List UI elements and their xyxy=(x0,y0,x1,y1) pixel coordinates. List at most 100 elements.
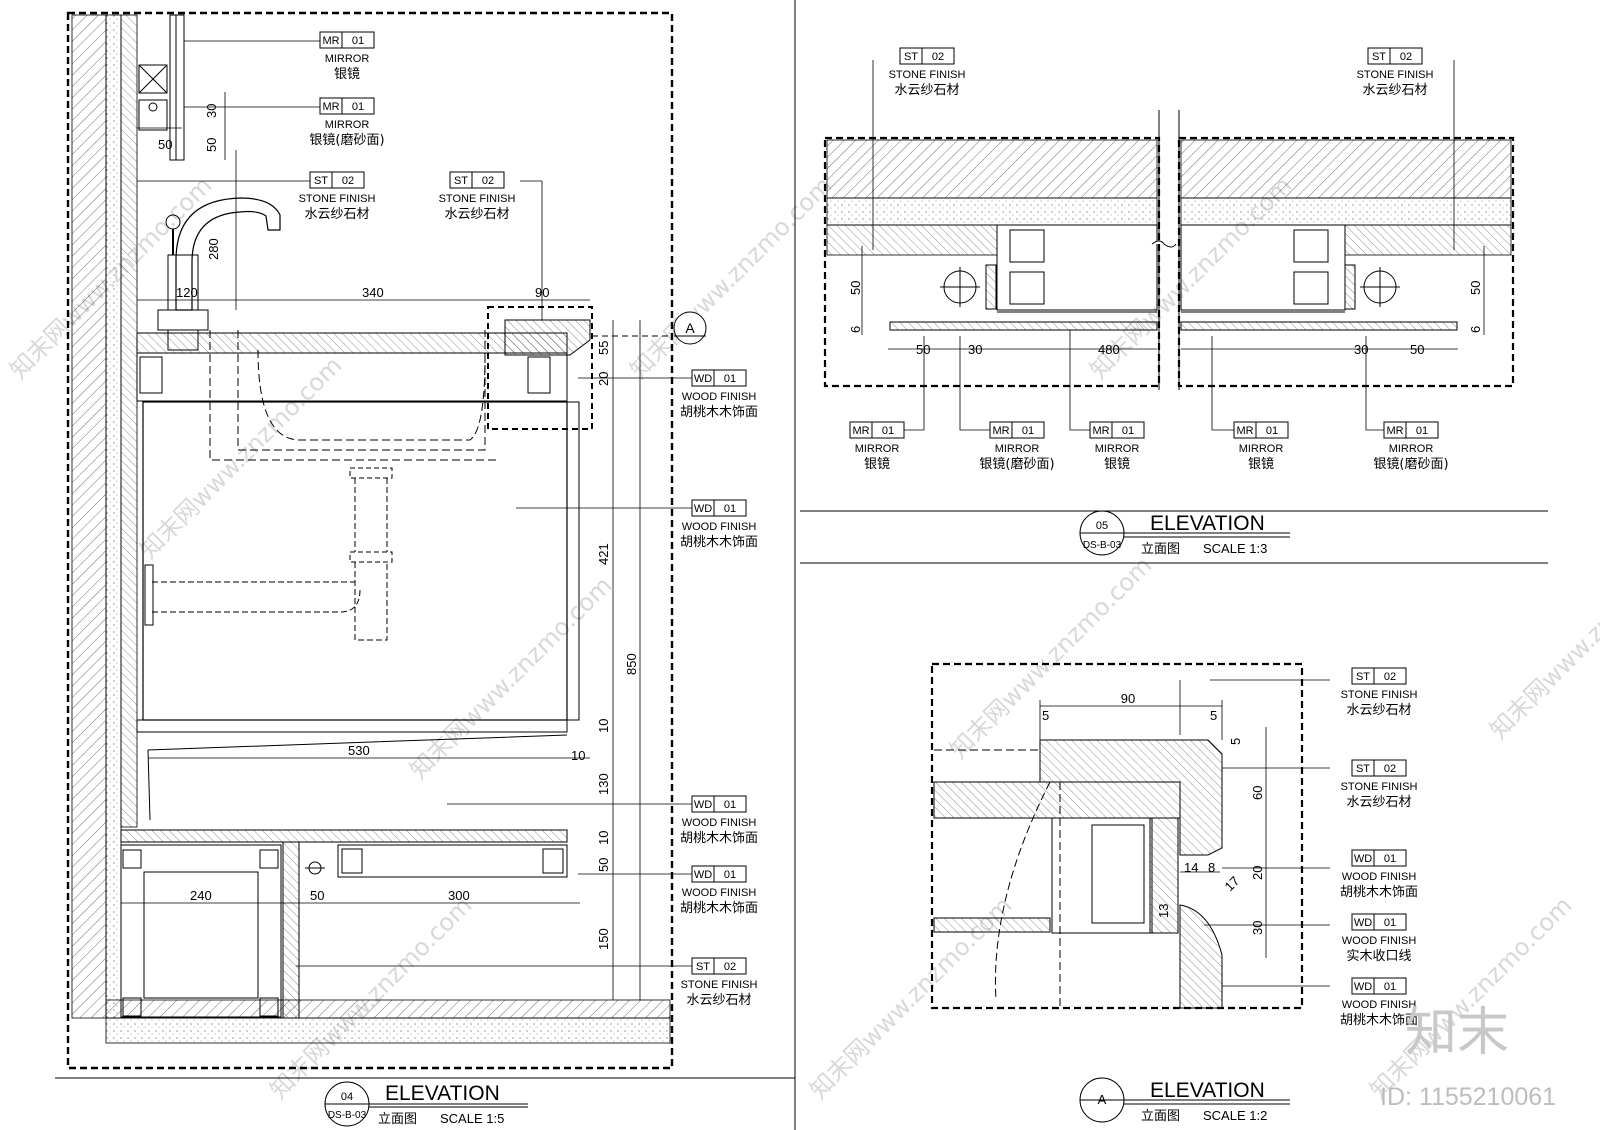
tag-caption-zh: 银镜(磨砂面) xyxy=(1373,457,1448,472)
tag-caption-en: WOOD FINISH xyxy=(682,817,757,829)
tag-number: 01 xyxy=(724,799,736,811)
view-subtitle: 立面图 xyxy=(378,1112,417,1127)
dim-label: 30 xyxy=(1354,342,1368,357)
tag-number: 02 xyxy=(482,175,494,187)
tag-caption-zh: 银镜 xyxy=(864,457,890,472)
dim-label: 480 xyxy=(1098,342,1120,357)
dim-label: 150 xyxy=(596,928,611,950)
dim-label: 340 xyxy=(362,285,384,300)
dim-label: 5 xyxy=(1042,708,1049,723)
view-number: A xyxy=(1098,1092,1107,1107)
watermark-text: 知末网www.znzmo.com xyxy=(944,551,1157,764)
tag-code: ST xyxy=(314,175,328,187)
dim-label: 120 xyxy=(176,285,198,300)
tag-caption-en: STONE FINISH xyxy=(1341,689,1418,701)
tag-caption-zh: 银镜(磨砂面) xyxy=(979,457,1054,472)
tag-caption-en: WOOD FINISH xyxy=(682,887,757,899)
watermark-text: 知末网www.znzmo.com xyxy=(404,571,617,784)
view-title: ELEVATION xyxy=(1150,1079,1265,1102)
tag-caption-zh: 胡桃木木饰面 xyxy=(680,405,758,420)
section-marker-label: A xyxy=(685,320,695,336)
tag-number: 01 xyxy=(724,869,736,881)
dim-label: 300 xyxy=(448,888,470,903)
tag-code: WD xyxy=(694,373,712,385)
tag-caption-zh: 水云纱石材 xyxy=(1346,703,1411,718)
view-title: ELEVATION xyxy=(1150,512,1265,535)
tag-caption-zh: 胡桃木木饰面 xyxy=(680,535,758,550)
tag-code: MR xyxy=(1386,425,1403,437)
tag-number: 02 xyxy=(724,961,736,973)
tag-code: MR xyxy=(1236,425,1253,437)
dim-label: 50 xyxy=(848,281,863,295)
tag-number: 01 xyxy=(1384,853,1396,865)
tag-number: 01 xyxy=(1384,981,1396,993)
tag-code: ST xyxy=(696,961,710,973)
dim-label: 5 xyxy=(1228,738,1243,745)
dim-label: 10 xyxy=(596,719,611,733)
tag-number: 02 xyxy=(1384,763,1396,775)
tag-caption-en: WOOD FINISH xyxy=(1342,999,1417,1011)
dim-label: 6 xyxy=(1468,326,1483,333)
tag-caption-en: STONE FINISH xyxy=(889,69,966,81)
tag-code: MR xyxy=(322,101,339,113)
view-scale: SCALE 1:5 xyxy=(440,1111,504,1126)
tag-code: MR xyxy=(852,425,869,437)
dim-label: 5 xyxy=(1210,708,1217,723)
tag-number: 01 xyxy=(1022,425,1034,437)
tag-number: 01 xyxy=(1384,917,1396,929)
view-05-elevation: 50 6 50 30 480 30 50 50 6 05 DS-B-03 ELE… xyxy=(823,60,1515,557)
view-04-title-block: 04 DS-B-03 ELEVATION 立面图 SCALE 1:5 xyxy=(324,1081,528,1127)
watermark-text: 知末网www.znzmo.com xyxy=(134,351,347,564)
tag-code: WD xyxy=(1354,853,1372,865)
tag-code: ST xyxy=(1356,763,1370,775)
tag-caption-en: WOOD FINISH xyxy=(1342,871,1417,883)
view-scale: SCALE 1:3 xyxy=(1203,541,1267,556)
brand-watermark: 知末 xyxy=(1405,1003,1509,1063)
tag-number: 01 xyxy=(352,35,364,47)
tag-code: ST xyxy=(1372,51,1386,63)
tag-code: ST xyxy=(454,175,468,187)
tag-caption-en: STONE FINISH xyxy=(1341,781,1418,793)
tag-number: 01 xyxy=(724,503,736,515)
tag-caption-en: STONE FINISH xyxy=(299,193,376,205)
tag-number: 02 xyxy=(1400,51,1412,63)
dim-label: 50 xyxy=(158,137,172,152)
tag-code: WD xyxy=(694,503,712,515)
tag-caption-en: MIRROR xyxy=(1239,443,1284,455)
tag-caption-zh: 胡桃木木饰面 xyxy=(1340,1013,1418,1028)
tag-caption-en: MIRROR xyxy=(325,53,370,65)
dim-label: 90 xyxy=(1121,691,1135,706)
tag-caption-zh: 胡桃木木饰面 xyxy=(1340,885,1418,900)
dim-label: 10 xyxy=(596,831,611,845)
tag-caption-zh: 水云纱石材 xyxy=(444,207,509,222)
view-a-detail: 90 5 5 5 60 14 8 20 17 13 30 A ELEVATION… xyxy=(930,662,1330,1124)
view-subtitle: 立面图 xyxy=(1141,542,1180,557)
tag-number: 02 xyxy=(342,175,354,187)
tag-caption-en: STONE FINISH xyxy=(681,979,758,991)
dim-label: 50 xyxy=(916,342,930,357)
tag-number: 02 xyxy=(1384,671,1396,683)
tag-caption-en: MIRROR xyxy=(1389,443,1434,455)
tag-caption-en: MIRROR xyxy=(325,119,370,131)
tag-number: 01 xyxy=(352,101,364,113)
tag-caption-en: WOOD FINISH xyxy=(682,391,757,403)
sheet-ref: DS-B-03 xyxy=(1083,540,1122,551)
sheet-ref: DS-B-03 xyxy=(328,1110,367,1121)
dim-label: 280 xyxy=(206,238,221,260)
watermark-text: 知末网www.znzmo.com xyxy=(624,171,837,384)
dim-label: 850 xyxy=(624,653,639,675)
